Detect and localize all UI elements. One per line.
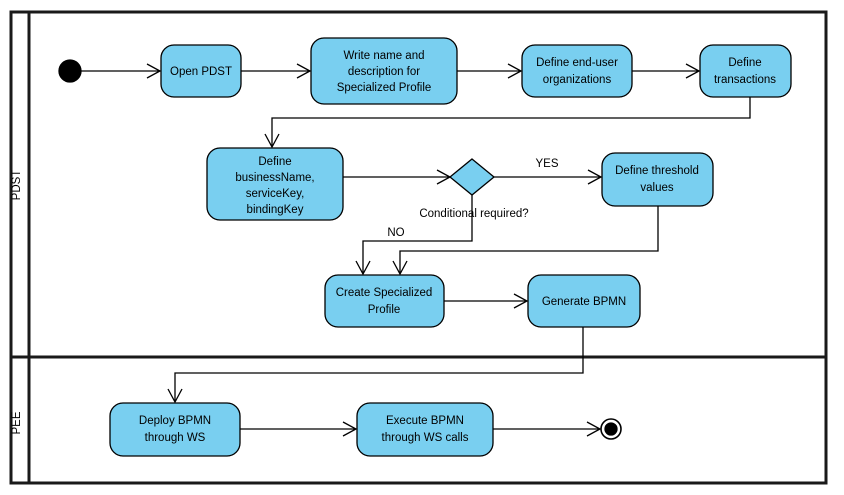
action-label-define-tx-line2: transactions [714, 74, 776, 86]
action-label-define-org-line2: organizations [543, 74, 612, 86]
edge-decision-yes-to-define-thr: YES [494, 158, 603, 185]
edge-label-no: NO [387, 227, 404, 239]
action-label-generate-bpmn: Generate BPMN [542, 296, 626, 308]
action-node-define-org[interactable]: Define end-user organizations [521, 44, 633, 98]
action-label-write-name-line1: Write name and [344, 50, 425, 62]
action-label-define-keys-line4: bindingKey [247, 204, 304, 216]
action-label-open-pdst: Open PDST [170, 66, 232, 78]
action-node-deploy-bpmn[interactable]: Deploy BPMN through WS [109, 402, 241, 457]
edge-label-yes: YES [535, 158, 558, 170]
action-shape-write-name[interactable] [310, 37, 458, 105]
action-node-define-transactions[interactable]: Define transactions [699, 44, 792, 98]
action-label-define-keys-line3: serviceKey, [246, 188, 305, 200]
action-shape-define-org[interactable] [521, 44, 633, 98]
action-label-define-keys-line1: Define [258, 156, 291, 168]
edge-decision-no-to-create-prof: NO [355, 195, 473, 276]
edge-define-org-to-define-tx [632, 63, 701, 79]
action-label-deploy-bpmn-line1: Deploy BPMN [139, 415, 211, 427]
decision-node-conditional-required[interactable] [448, 158, 496, 196]
action-label-define-thr-line1: Define threshold [615, 165, 699, 177]
action-label-create-prof-line1: Create Specialized [336, 287, 433, 299]
lane-pee: PEE [11, 411, 23, 434]
lane-pdst: PDST [11, 170, 23, 201]
action-shape-define-threshold[interactable] [601, 152, 714, 207]
initial-node[interactable] [58, 59, 82, 83]
action-label-deploy-bpmn-line2: through WS [145, 432, 206, 444]
action-label-define-thr-line2: values [640, 182, 673, 194]
edge-define-keys-to-decision [343, 169, 452, 185]
action-shape-create-profile[interactable] [324, 274, 445, 328]
action-shape-open-pdst[interactable] [160, 44, 242, 98]
edge-label-conditional-required: Conditional required? [419, 208, 528, 220]
edge-exec-bpmn-to-end [493, 421, 602, 437]
flow-edges: YES Conditional required? NO [81, 63, 751, 437]
edge-define-thr-to-create-prof [392, 206, 659, 276]
action-shape-generate-bpmn[interactable] [527, 274, 641, 328]
action-shape-define-keys[interactable] [206, 147, 344, 221]
action-node-open-pdst[interactable]: Open PDST [160, 44, 242, 98]
edge-start-to-open-pdst [81, 63, 162, 79]
action-node-execute-bpmn[interactable]: Execute BPMN through WS calls [356, 402, 494, 457]
edge-deploy-bpmn-to-exec-bpmn [240, 421, 358, 437]
action-node-generate-bpmn[interactable]: Generate BPMN [527, 274, 641, 328]
action-shape-deploy-bpmn[interactable] [109, 402, 241, 457]
edge-write-name-to-define-org [457, 63, 523, 79]
action-shape-execute-bpmn[interactable] [356, 402, 494, 457]
action-shape-define-transactions[interactable] [699, 44, 792, 98]
diagram-outer-frame [9, 10, 828, 485]
lane-label-pdst: PDST [11, 170, 23, 201]
edge-open-pdst-to-write-name [241, 63, 312, 79]
edge-create-prof-to-gen-bpmn [444, 293, 529, 309]
action-label-exec-bpmn-line2: through WS calls [382, 432, 469, 444]
action-node-define-keys[interactable]: Define businessName, serviceKey, binding… [206, 147, 344, 221]
final-node[interactable] [600, 418, 622, 440]
action-label-define-keys-line2: businessName, [235, 172, 314, 184]
action-label-create-prof-line2: Profile [368, 304, 401, 316]
action-label-define-org-line1: Define end-user [536, 57, 618, 69]
action-label-exec-bpmn-line1: Execute BPMN [386, 415, 464, 427]
action-node-write-name[interactable]: Write name and description for Specializ… [310, 37, 458, 105]
action-node-define-threshold[interactable]: Define threshold values [601, 152, 714, 207]
edge-gen-bpmn-to-deploy-bpmn [167, 327, 584, 404]
action-node-create-profile[interactable]: Create Specialized Profile [324, 274, 445, 328]
final-node-dot [604, 422, 618, 436]
action-label-write-name-line2: description for [348, 66, 420, 78]
action-label-write-name-line3: Specialized Profile [337, 82, 432, 94]
lane-label-pee: PEE [11, 411, 23, 434]
action-label-define-tx-line1: Define [728, 57, 761, 69]
edge-define-tx-to-define-keys [264, 97, 751, 149]
swimlane-frame [9, 10, 828, 485]
